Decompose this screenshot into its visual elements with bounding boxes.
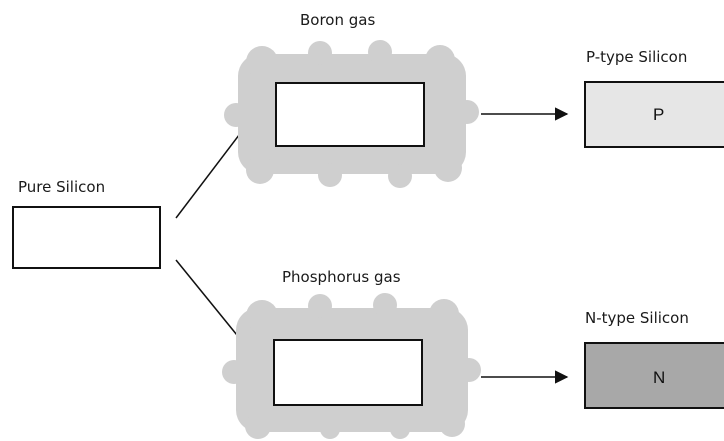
phosphorus-cloud-puff	[222, 360, 246, 384]
p-type-letter: P	[653, 105, 664, 124]
boron-cloud-puff	[318, 163, 342, 187]
phosphorus-cloud-puff	[373, 293, 397, 317]
boron-cloud-puff	[368, 40, 392, 64]
boron-cloud-puff	[246, 156, 274, 184]
pure-silicon-label: Pure Silicon	[18, 178, 105, 196]
boron-cloud-puff	[434, 154, 462, 182]
phosphorus-cloud-puff	[320, 419, 340, 439]
phosphorus-gas-label: Phosphorus gas	[282, 268, 401, 286]
phosphorus-cloud-puff	[245, 413, 271, 439]
phosphorus-silicon-box	[273, 339, 423, 406]
phosphorus-cloud-puff	[457, 358, 481, 382]
boron-silicon-box	[275, 82, 425, 147]
boron-cloud-puff	[425, 45, 455, 75]
boron-gas-label: Boron gas	[300, 11, 375, 29]
phosphorus-cloud-puff	[390, 419, 410, 439]
boron-cloud-puff	[455, 100, 479, 124]
boron-cloud-puff	[388, 164, 412, 188]
n-type-silicon-label: N-type Silicon	[585, 309, 689, 327]
p-type-silicon-label: P-type Silicon	[586, 48, 687, 66]
phosphorus-cloud-puff	[246, 300, 278, 332]
n-type-letter: N	[653, 368, 665, 387]
boron-cloud-puff	[308, 41, 332, 65]
p-type-silicon-box	[584, 81, 724, 148]
phosphorus-cloud-puff	[439, 411, 465, 437]
n-type-silicon-box	[584, 342, 724, 409]
boron-cloud-puff	[246, 46, 278, 78]
pure-silicon-box	[12, 206, 161, 269]
phosphorus-cloud-puff	[308, 294, 332, 318]
phosphorus-cloud-puff	[429, 299, 459, 329]
boron-cloud-puff	[224, 103, 248, 127]
